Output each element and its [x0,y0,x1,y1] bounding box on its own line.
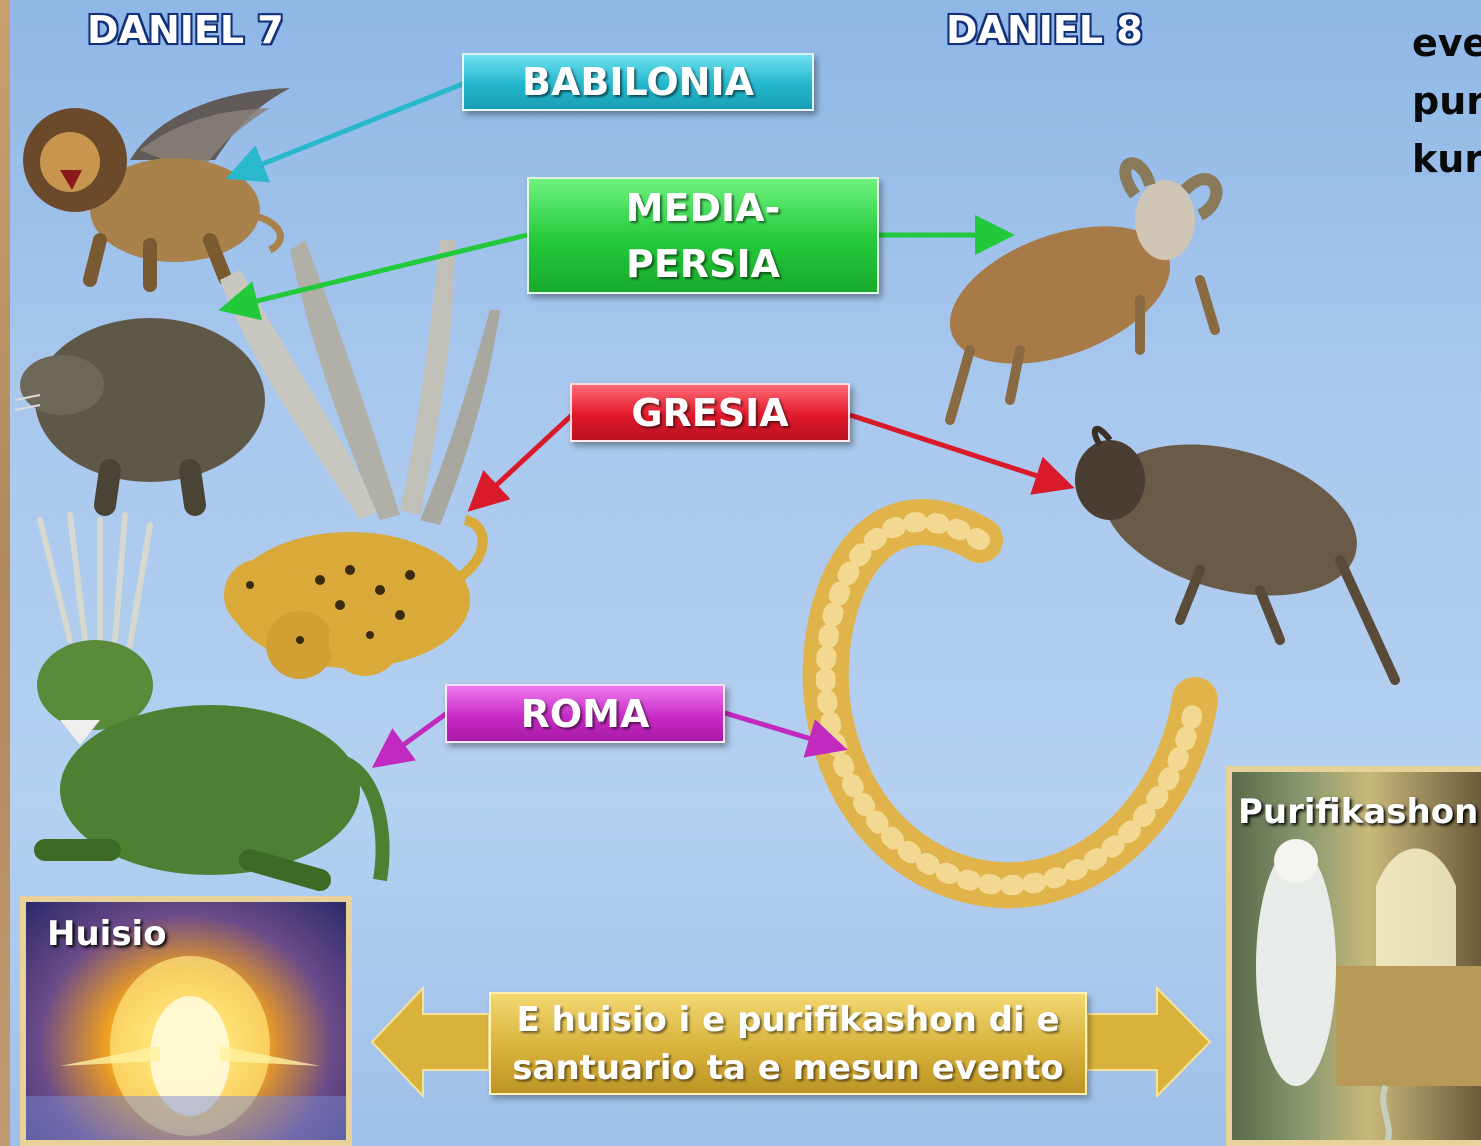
winged-lion-beast [23,88,290,292]
media-persia-text-line1: MEDIA- [625,185,781,230]
banner-line1: E huisio i e purifikashon di e [516,999,1060,1040]
babilonia-label: BABILONIA [462,53,814,111]
huisio-title: Huisio [47,914,167,954]
roma-text: ROMA [520,691,650,736]
side-text-line: eve [1412,21,1481,65]
banner-line2: santuario ta e mesun evento [512,1047,1064,1088]
four-headed-leopard-beast [224,515,488,679]
side-text-line: pur [1412,79,1481,123]
bear-beast [14,318,265,516]
priest-altar-image [1256,839,1481,1140]
babilonia-text: BABILONIA [522,60,754,104]
roma-arrow-left [371,710,449,768]
gresia-text: GRESIA [631,390,789,435]
side-text-clipped: eve pur kur [1412,14,1481,188]
purification-photo: Purifikashon [1226,766,1481,1146]
babilonia-arrow [225,80,466,183]
goat-beast [1075,425,1400,685]
fourth-beast-dragon [34,512,390,891]
judgment-photo: Huisio [20,896,352,1146]
media-persia-text-line2: PERSIA [626,241,780,286]
roma-arrow-right [724,710,848,758]
daniel-7-heading: DANIEL 7 [87,8,284,52]
roma-label: ROMA [445,684,725,743]
side-text-line: kur [1412,137,1481,181]
media-persia-arrow-left [218,232,528,321]
gresia-arrow-left [467,413,574,512]
ram-beast [945,157,1223,425]
same-event-banner: E huisio i e purifikashon di e santuario… [489,992,1087,1095]
gold-double-arrow [370,985,1212,1099]
left-edge-strip [0,0,10,1146]
gresia-arrow-right [849,412,1075,495]
gresia-label: GRESIA [570,383,850,442]
media-persia-label: MEDIA- PERSIA [527,177,879,294]
little-horn [802,499,1218,909]
purifikashon-title: Purifikashon [1238,792,1479,832]
daniel-8-heading: DANIEL 8 [946,8,1143,52]
leopard-wings [220,240,500,525]
throne-fire-image [26,956,346,1140]
